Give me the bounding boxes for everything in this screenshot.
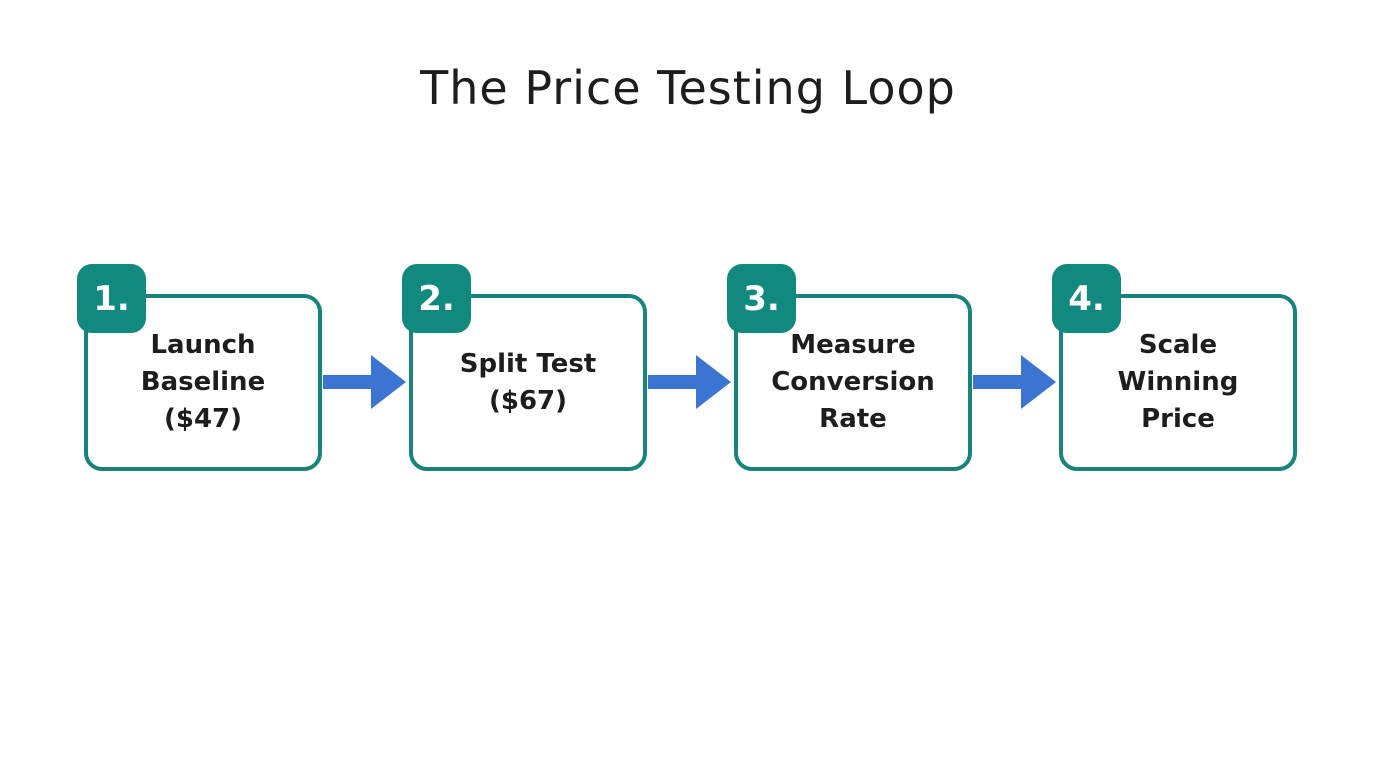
step-number-badge: 4. (1052, 264, 1121, 333)
step-label: Split Test ($67) (459, 348, 597, 416)
arrow-shaft (648, 375, 696, 389)
step-number-badge: 2. (402, 264, 471, 333)
step-label: Launch Baseline ($47) (140, 330, 266, 434)
arrow-head (1021, 355, 1056, 409)
arrow-shaft (323, 375, 371, 389)
step-card-4: Scale Winning Price 4. (1052, 264, 1298, 471)
page-title: The Price Testing Loop (420, 61, 956, 115)
arrow-right-icon (973, 355, 1056, 409)
arrow-right-icon (648, 355, 731, 409)
step-card-1: Launch Baseline ($47) 1. (77, 264, 323, 471)
step-card-3: Measure Conversion Rate 3. (727, 264, 973, 471)
step-label: Measure Conversion Rate (771, 330, 935, 434)
arrow-shaft (973, 375, 1021, 389)
step-box: Launch Baseline ($47) (84, 294, 322, 471)
arrow-head (371, 355, 406, 409)
step-card-2: Split Test ($67) 2. (402, 264, 648, 471)
arrow-right-icon (323, 355, 406, 409)
arrow-head (696, 355, 731, 409)
step-label: Scale Winning Price (1117, 330, 1239, 434)
step-number-badge: 3. (727, 264, 796, 333)
step-number-badge: 1. (77, 264, 146, 333)
